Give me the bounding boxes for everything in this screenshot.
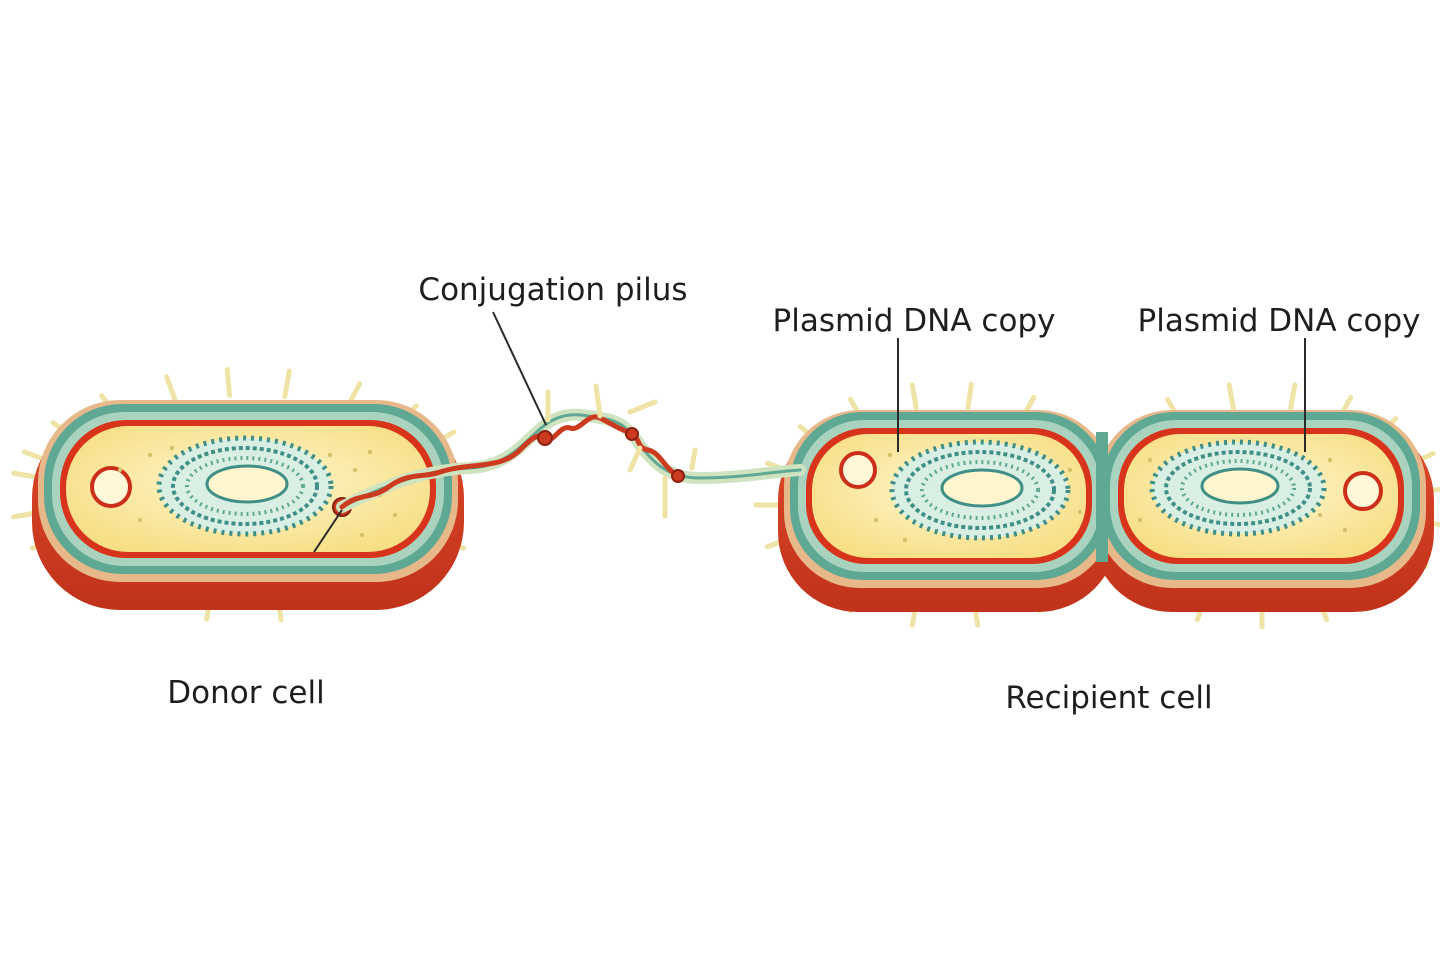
ribosome-dot [887, 452, 893, 458]
recipient-cell [778, 410, 1434, 612]
conjugation-pilus-label: Conjugation pilus [418, 272, 687, 308]
recipient-nucleoid-left-icon [889, 439, 1071, 541]
ribosome-dot [1077, 509, 1083, 515]
recipient-nucleoid-right-icon [1149, 439, 1327, 537]
pilus-hair [627, 399, 658, 415]
ribosome-dot [117, 467, 123, 473]
recipient-cell-label: Recipient cell [1005, 680, 1212, 716]
pilus-hair [593, 383, 603, 419]
pilus-dna-strand [339, 414, 681, 510]
recipient-ribosomes [873, 452, 1348, 543]
ribosome-dot [359, 532, 365, 538]
donor-cell [32, 400, 464, 610]
pilus-hair [689, 447, 698, 471]
ribosome-dot [169, 445, 175, 451]
recipient-plasmid-right-icon [1343, 471, 1383, 511]
plasmid-copy-label-2: Plasmid DNA copy [1138, 303, 1421, 339]
ribosome-dot [352, 467, 358, 473]
pilus-bead-1-icon [537, 430, 553, 446]
donor-plasmid-icon [90, 466, 132, 508]
pilus-hair [909, 382, 919, 411]
donor-leader-line [313, 509, 343, 553]
ribosome-dot [1147, 457, 1153, 463]
pilus-hair [1288, 382, 1298, 411]
pilus-hair [627, 445, 643, 473]
ribosome-dot [902, 537, 908, 543]
ribosome-dot [1327, 457, 1333, 463]
pilus-hair [224, 366, 233, 398]
recipient-septum [1096, 432, 1108, 562]
plasmid-copy-label-1: Plasmid DNA copy [773, 303, 1056, 339]
recipient-plasmid-left-icon [839, 451, 877, 489]
ribosome-dot [137, 517, 143, 523]
pilus-hair [164, 374, 178, 404]
ribosome-dot [1342, 527, 1348, 533]
ribosome-dot [1317, 512, 1323, 518]
ribosome-dot [367, 449, 373, 455]
donor-nucleoid-icon [156, 435, 334, 537]
donor-cell-label: Donor cell [167, 675, 324, 711]
ribosome-dot [873, 517, 879, 523]
pilus-leader-line [492, 311, 547, 426]
ribosome-dot [392, 512, 398, 518]
ribosome-dot [1067, 467, 1073, 473]
pilus-bead-2-icon [625, 427, 639, 441]
ribosome-dot [147, 452, 153, 458]
pilus-hair [282, 368, 292, 400]
ribosome-dot [327, 452, 333, 458]
pilus-hair [1226, 382, 1236, 411]
ribosome-dot [1137, 517, 1143, 523]
conjugation-pilus [336, 383, 806, 519]
pilus-bead-3-icon [671, 469, 685, 483]
pilus-hair [965, 381, 974, 411]
